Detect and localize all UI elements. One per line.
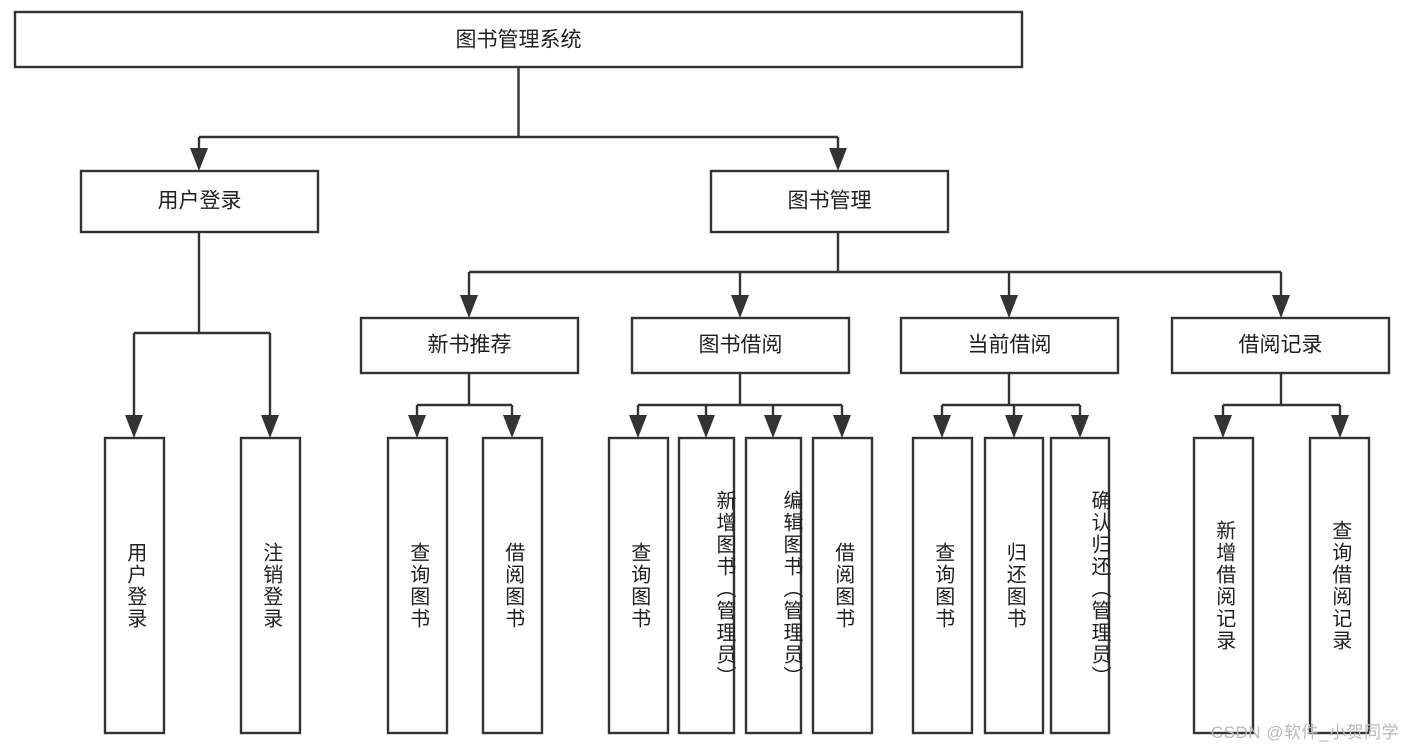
connector-new-book-to-leaves: [408, 373, 521, 438]
connector-borrow-record-to-leaves: [1214, 373, 1349, 438]
node-book-borrow[interactable]: 图书借阅: [630, 316, 851, 375]
connector-bus-to-book-manage: [829, 137, 847, 171]
leaf-node[interactable]: [239, 436, 302, 735]
leaf-node[interactable]: [744, 436, 803, 735]
node-book-borrow-label: 图书借阅: [699, 334, 783, 357]
node-current-borrow[interactable]: 当前借阅: [899, 316, 1120, 375]
connector-user-login-to-leaves: [125, 232, 279, 438]
node-root[interactable]: 图书管理系统: [13, 10, 1024, 69]
node-borrow-record[interactable]: 借阅记录: [1170, 316, 1391, 375]
watermark: CSDN @软件_小贺同学: [1210, 723, 1399, 742]
node-user-login-label: 用户登录: [158, 190, 242, 213]
connector-book-borrow-to-leaves: [629, 373, 851, 438]
leaf-node[interactable]: [983, 436, 1045, 735]
connector-current-borrow-to-leaves: [933, 373, 1089, 438]
leaf-node[interactable]: [103, 436, 166, 735]
node-new-book-recommend-label: 新书推荐: [428, 334, 512, 357]
leaf-node[interactable]: [911, 436, 974, 735]
leaf-node[interactable]: [811, 436, 874, 735]
leaf-node[interactable]: [1049, 436, 1111, 735]
node-book-manage[interactable]: 图书管理: [709, 169, 950, 234]
node-user-login[interactable]: 用户登录: [79, 169, 320, 234]
leaf-node[interactable]: [386, 436, 449, 735]
node-book-manage-label: 图书管理: [788, 190, 872, 213]
node-root-label: 图书管理系统: [456, 29, 582, 52]
leaf-node[interactable]: [607, 436, 670, 735]
node-new-book-recommend[interactable]: 新书推荐: [359, 316, 580, 375]
connector-bus-to-user-login: [190, 137, 208, 171]
node-borrow-record-label: 借阅记录: [1239, 334, 1323, 357]
node-current-borrow-label: 当前借阅: [968, 334, 1052, 357]
leaf-node[interactable]: [1192, 436, 1255, 735]
leaf-node[interactable]: [1308, 436, 1371, 735]
leaf-node[interactable]: [677, 436, 736, 735]
leaf-node[interactable]: [481, 436, 544, 735]
connector-book-manage-to-level2: [460, 232, 1290, 318]
connector-root-to-bus: [199, 67, 838, 139]
